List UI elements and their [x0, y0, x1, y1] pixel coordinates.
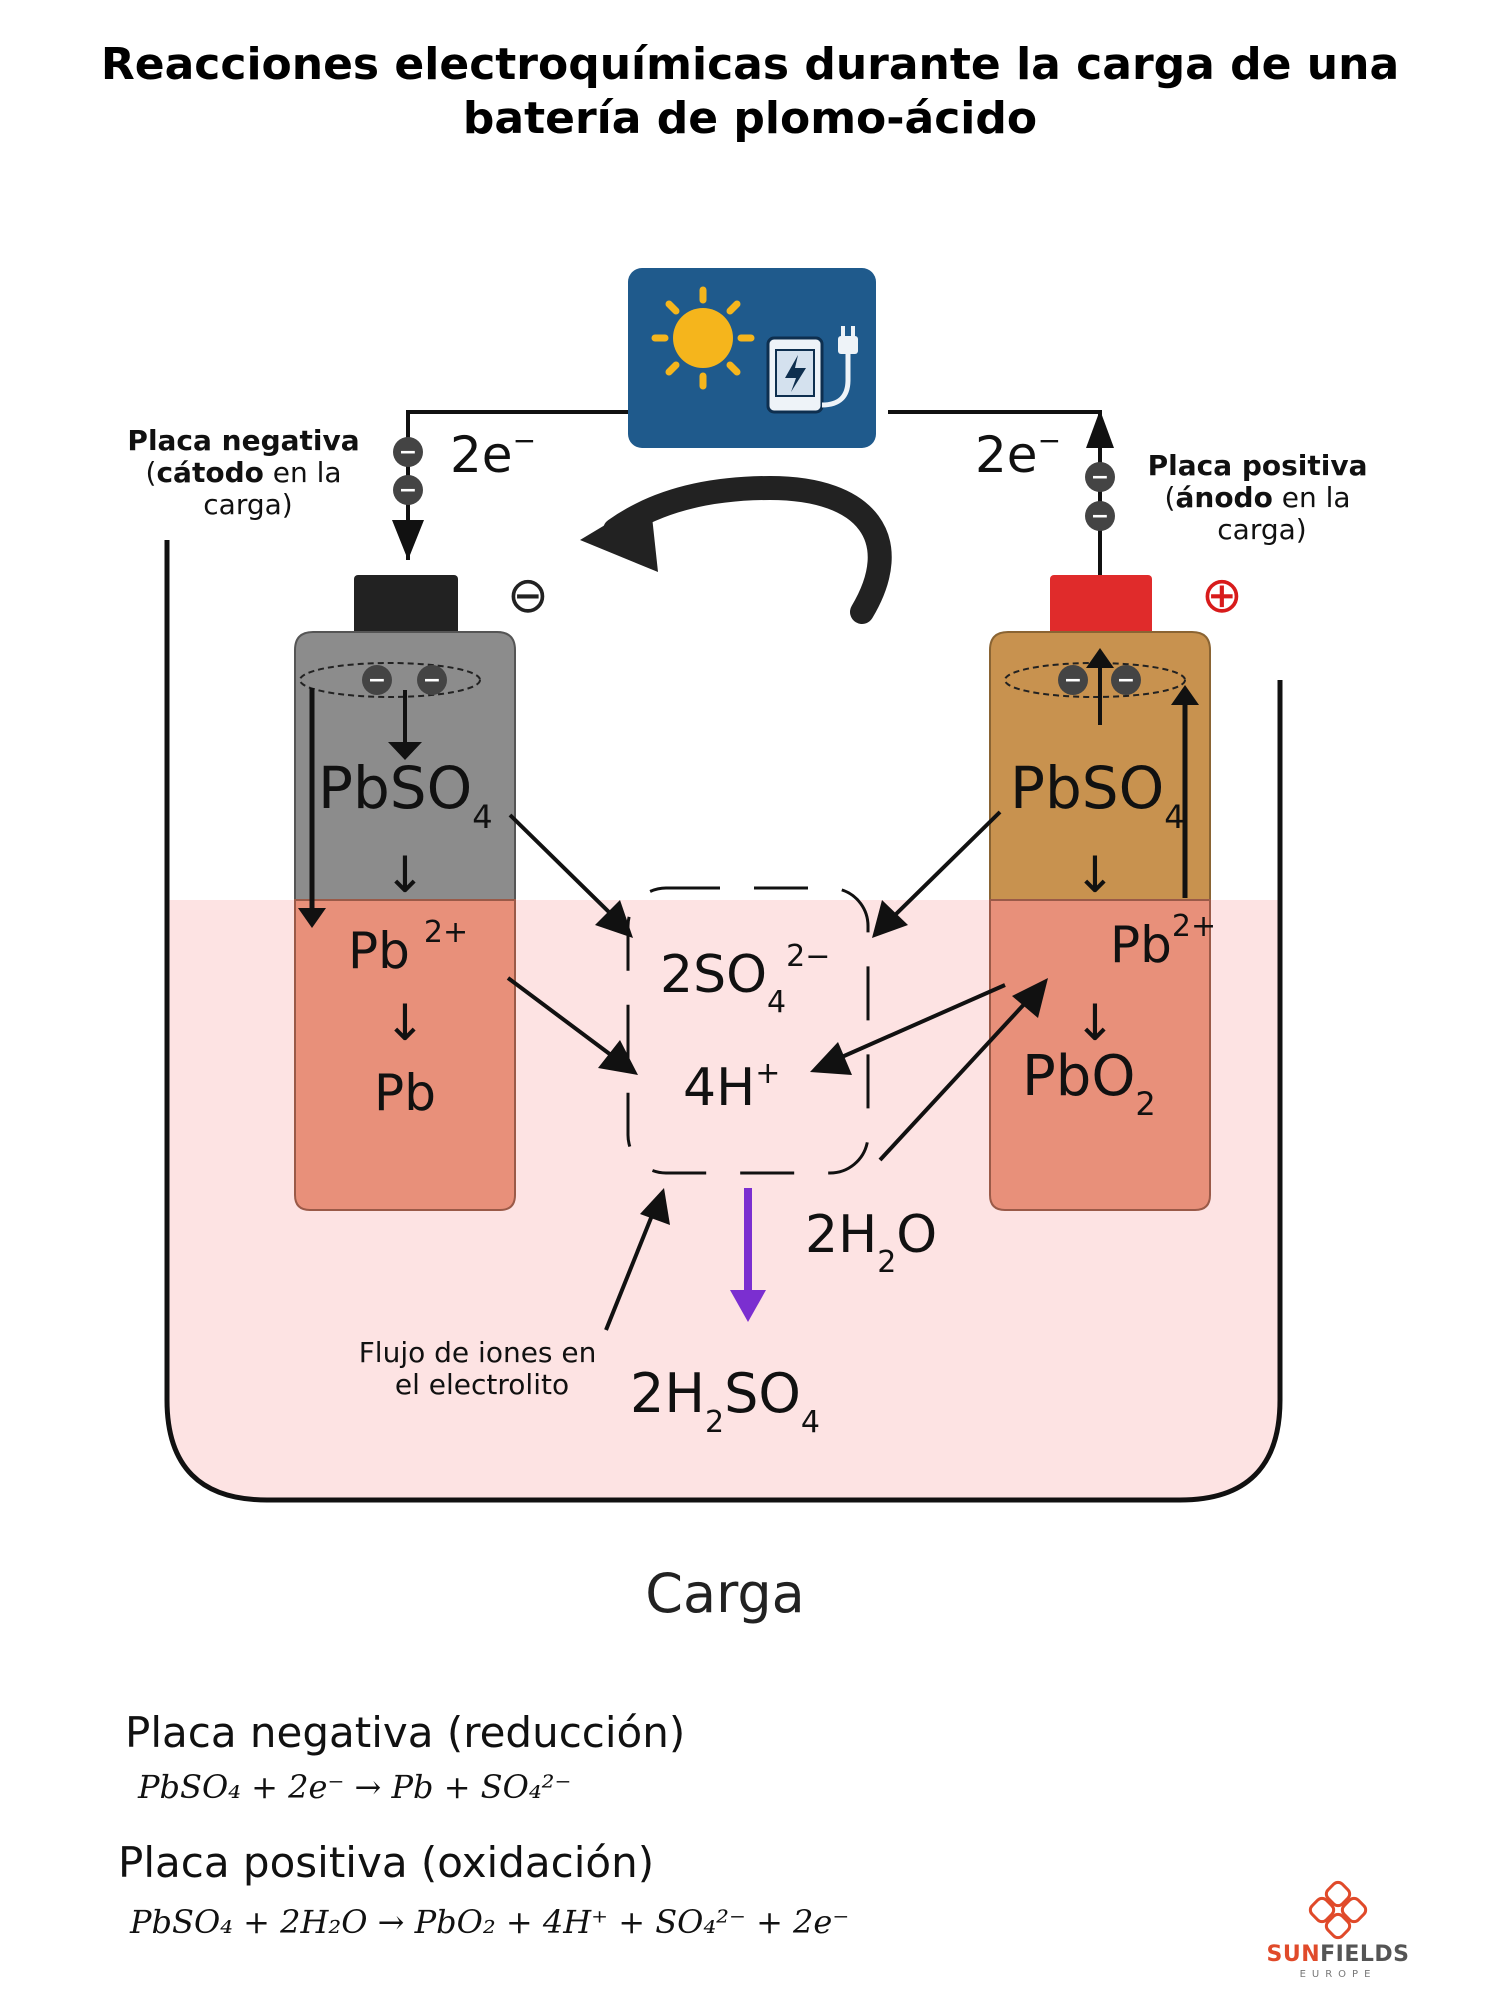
species-sulfate-ion: 2SO42−	[660, 939, 830, 1020]
positive-plate-label: Placa positiva (ánodo en la carga)	[1148, 449, 1377, 546]
arrowhead	[1171, 685, 1199, 705]
page-title: Reacciones electroquímicas durante la ca…	[20, 38, 1480, 146]
positive-terminal	[1050, 575, 1152, 635]
electrons-label-left: 2e−	[450, 424, 536, 484]
arrow-ion-flow	[604, 1207, 657, 1331]
svg-text:−: −	[399, 478, 417, 503]
positive-sign-icon: ⊕	[1201, 566, 1243, 624]
arrowhead	[595, 900, 633, 938]
electron-icon: −	[362, 665, 392, 695]
arrowhead	[1012, 978, 1048, 1018]
arrow-pbso4-pos-to-sulfate	[890, 810, 1002, 920]
species-pb2-positive: Pb2+	[1110, 909, 1216, 974]
species-hydrogen-ions: 4H+	[683, 1056, 780, 1118]
svg-text:−: −	[1064, 668, 1082, 693]
species-down-arrow: ↓	[1074, 994, 1116, 1052]
electron-icon: −	[393, 437, 423, 467]
electron-region-left	[299, 662, 481, 698]
electron-icon: −	[1111, 665, 1141, 695]
arrow-water-to-pb2-pos	[878, 998, 1030, 1162]
svg-text:−: −	[368, 668, 386, 693]
arrowhead	[1086, 648, 1114, 668]
arrowhead	[872, 900, 908, 938]
svg-text:−: −	[1091, 504, 1109, 529]
arrowhead	[598, 1040, 638, 1075]
arrow-pbso4-neg-to-sulfate	[508, 813, 617, 920]
species-pb-negative: Pb	[374, 1064, 436, 1122]
electron-icon: −	[393, 475, 423, 505]
species-down-arrow: ↓	[384, 994, 426, 1052]
ion-region-box	[626, 886, 870, 1175]
electron-icon: −	[1058, 665, 1088, 695]
svg-text:−: −	[423, 668, 441, 693]
arrowhead	[730, 1290, 766, 1322]
negative-sign-icon: ⊖	[507, 566, 549, 624]
current-flow-curved-arrowhead	[580, 498, 658, 572]
solar-charger	[628, 268, 876, 448]
positive-plate-submerged	[989, 899, 1211, 1211]
negative-plate-submerged	[294, 899, 516, 1211]
sunfields-logo: SUNFIELDS EUROPE	[1248, 1878, 1428, 1988]
arrowhead	[640, 1188, 670, 1225]
species-water: 2H2O	[805, 1205, 937, 1280]
wire-left-arrowhead	[392, 520, 424, 560]
ion-flow-label: Flujo de iones en el electrolito	[359, 1336, 606, 1401]
negative-plate-reaction-heading: Placa negativa (reducción)	[125, 1708, 686, 1757]
negative-terminal	[354, 575, 458, 635]
arrowhead	[810, 1042, 852, 1075]
arrow-pb2-pos-to-hydrogen	[834, 983, 1006, 1062]
negative-plate-equation: PbSO₄ + 2e⁻ → Pb + SO₄²⁻	[138, 1768, 572, 1806]
electron-icon: −	[1085, 501, 1115, 531]
arrowhead	[298, 908, 326, 928]
electron-icon: −	[417, 665, 447, 695]
title-line-2: batería de plomo-ácido	[462, 93, 1038, 144]
species-pbso4-negative: PbSO4	[318, 754, 493, 836]
arrow-pb2-neg-to-hydrogen	[506, 976, 617, 1060]
species-sulfuric-acid: 2H2SO4	[630, 1362, 820, 1440]
current-flow-curved-arrow	[603, 475, 892, 624]
positive-plate-reaction-heading: Placa positiva (oxidación)	[118, 1838, 655, 1887]
battery-container	[164, 540, 1283, 1503]
sun-icon	[651, 286, 755, 390]
charger-plug-icon	[766, 326, 858, 414]
svg-text:−: −	[1117, 668, 1135, 693]
logo-wordmark: SUNFIELDS	[1266, 1942, 1410, 1967]
species-pbo2: PbO2	[1022, 1044, 1156, 1123]
logo-subtitle: EUROPE	[1299, 1969, 1377, 1980]
svg-text:−: −	[1091, 465, 1109, 490]
species-down-arrow: ↓	[384, 846, 426, 904]
positive-plate-top	[989, 631, 1211, 901]
wire-right-arrowhead	[1086, 410, 1114, 448]
title-line-1: Reacciones electroquímicas durante la ca…	[100, 39, 1400, 90]
positive-plate-equation: PbSO₄ + 2H₂O → PbO₂ + 4H⁺ + SO₄²⁻ + 2e⁻	[130, 1903, 850, 1941]
diagram-caption: Carga	[645, 1562, 804, 1625]
negative-plate-label: Placa negativa (cátodo en la carga)	[127, 424, 368, 521]
electron-icon: −	[1085, 462, 1115, 492]
negative-plate-top	[294, 631, 516, 901]
sunfields-logo-icon	[1308, 1880, 1368, 1940]
svg-text:−: −	[399, 440, 417, 465]
species-pbso4-positive: PbSO4	[1010, 754, 1185, 836]
wire-left	[406, 410, 628, 560]
species-down-arrow: ↓	[1074, 846, 1116, 904]
electrons-label-right: 2e−	[975, 424, 1061, 484]
arrowhead	[388, 742, 422, 760]
